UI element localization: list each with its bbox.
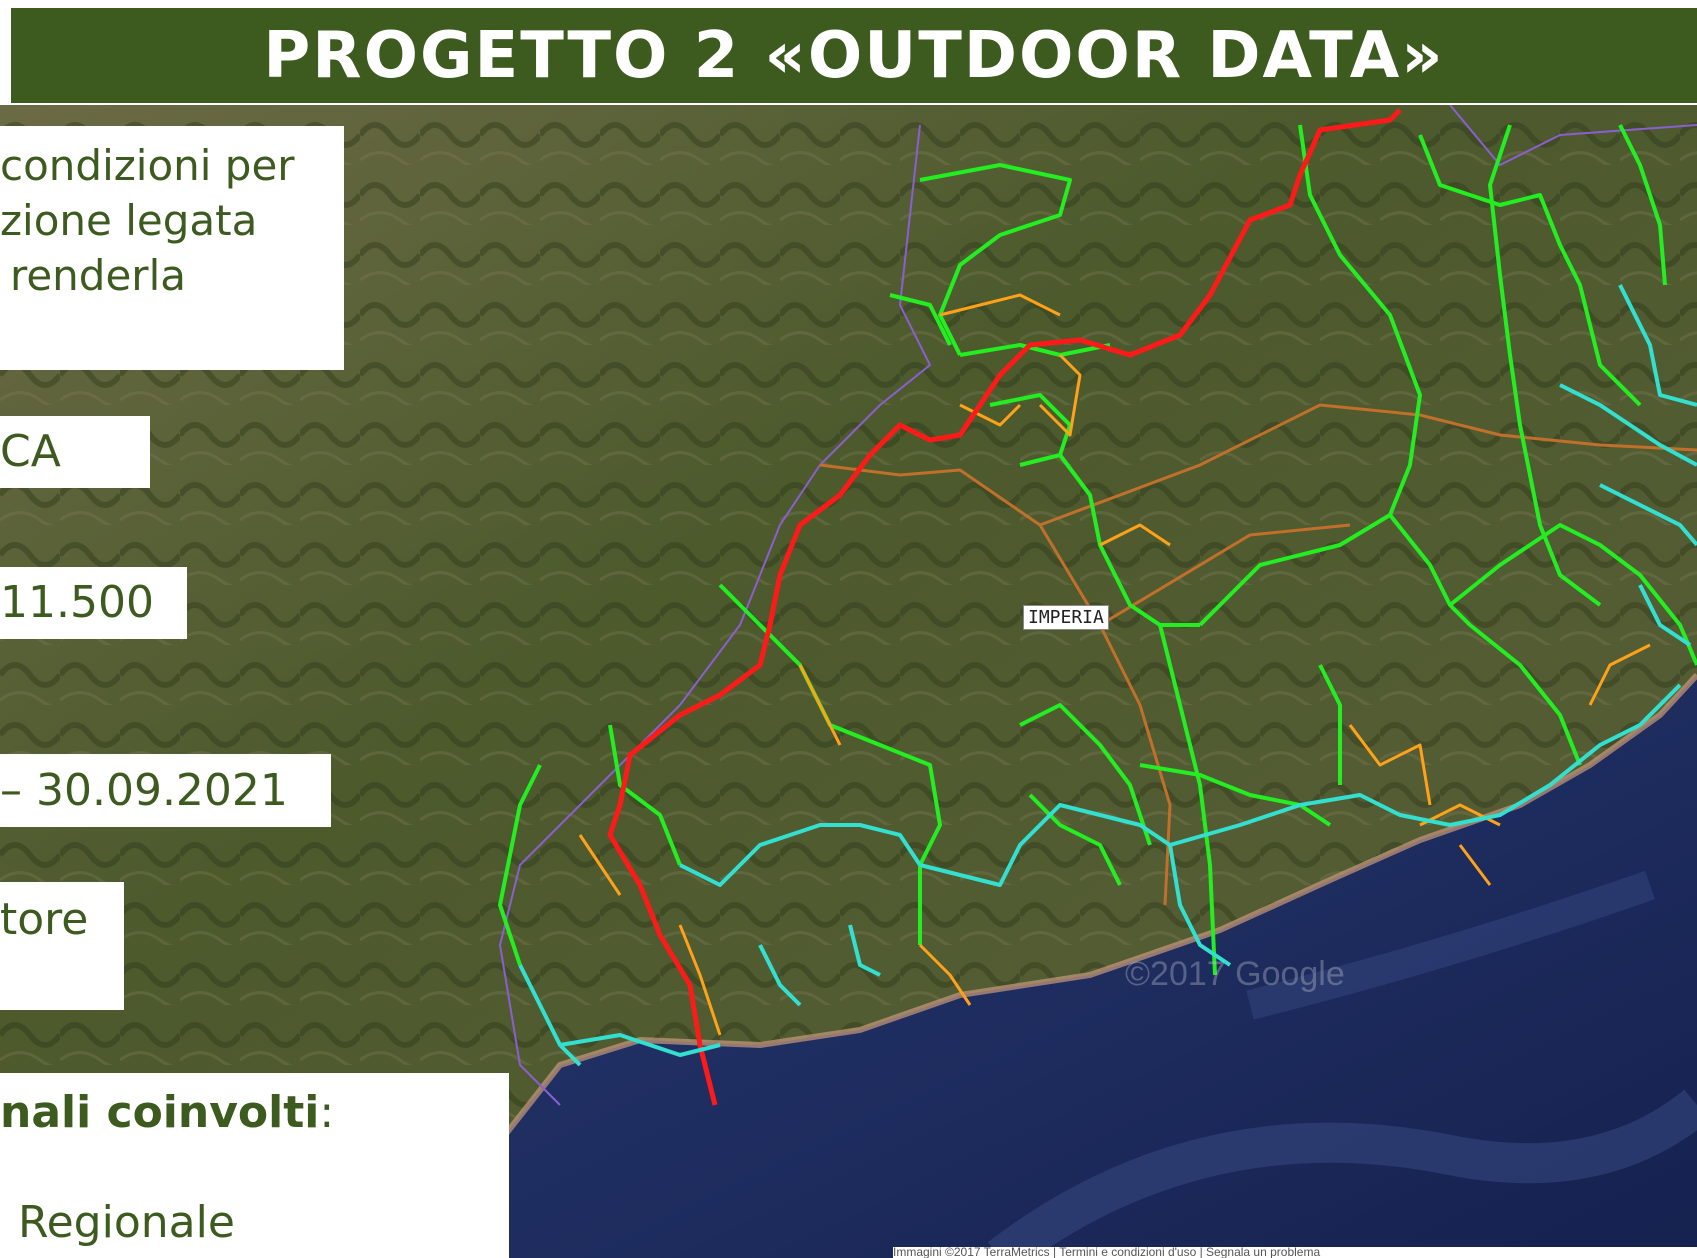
main-ridge-trail xyxy=(607,108,1402,1106)
orange-trails xyxy=(578,293,1651,1036)
text-box-2: CA xyxy=(0,416,150,488)
title-bar: PROGETTO 2 «OUTDOOR DATA» xyxy=(11,8,1697,105)
text-box-involved: nali coinvolti: Regionale xyxy=(0,1073,509,1258)
text-line: tore xyxy=(0,894,89,945)
map-attribution[interactable]: Immagini ©2017 TerraMetrics | Termini e … xyxy=(893,1247,1697,1258)
involved-heading: nali coinvolti: xyxy=(0,1087,335,1138)
text-line: CA xyxy=(0,426,61,477)
text-line: renderla xyxy=(10,251,186,300)
boundary-line xyxy=(498,124,932,1106)
text-box-5: tore xyxy=(0,882,124,1010)
text-box-intro: condizioni per zione legata renderla xyxy=(0,126,344,370)
text-box-amount: 11.500 xyxy=(0,567,187,639)
text-line: Regionale xyxy=(18,1197,235,1248)
place-label-imperia: IMPERIA xyxy=(1023,605,1109,630)
text-line: zione legata xyxy=(0,196,258,245)
brown-trails xyxy=(819,403,1697,906)
sea-area xyxy=(490,675,1697,1258)
coastline xyxy=(502,672,1697,1137)
text-box-date: – 30.09.2021 xyxy=(0,754,331,827)
text-line: 11.500 xyxy=(0,577,154,628)
text-line: condizioni per xyxy=(0,141,295,190)
map-watermark: ©2017 Google xyxy=(1125,955,1345,993)
text-line: – 30.09.2021 xyxy=(0,765,288,816)
coastal-trails xyxy=(518,284,1697,1067)
green-trails xyxy=(498,124,1697,976)
page-title: PROGETTO 2 «OUTDOOR DATA» xyxy=(263,18,1445,93)
